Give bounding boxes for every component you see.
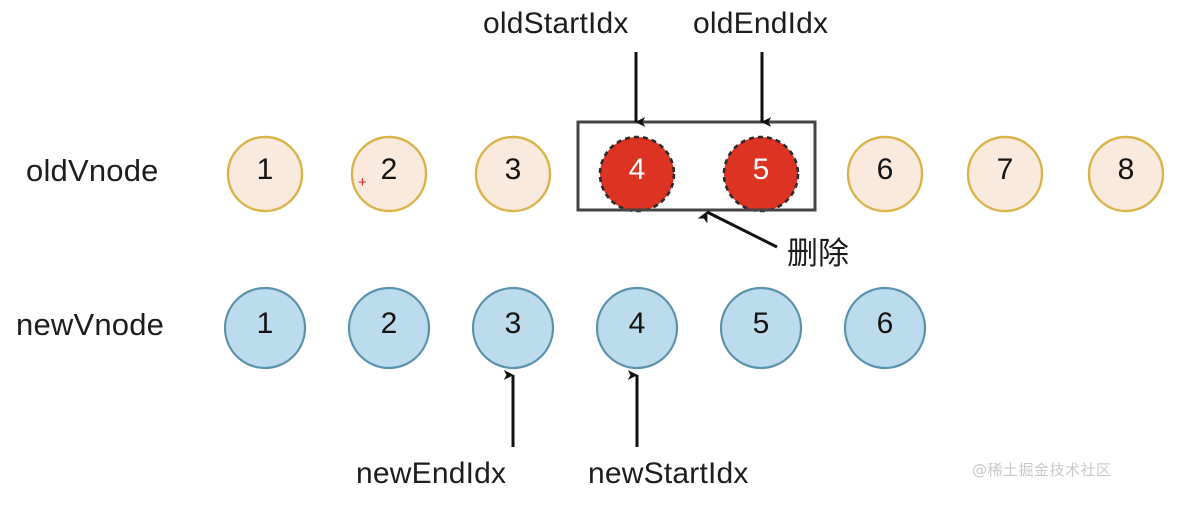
pointer-label-oldEndIdx: oldEndIdx bbox=[693, 7, 829, 40]
node-circle-oldVnode-3[interactable] bbox=[474, 135, 552, 213]
node-value-newVnode-1: 1 bbox=[256, 307, 274, 340]
node-value-oldVnode-7: 7 bbox=[996, 153, 1014, 186]
node-value-oldVnode-5: 5 bbox=[752, 153, 770, 186]
node-circle-newVnode-6[interactable] bbox=[843, 286, 927, 370]
node-circle-oldVnode-7[interactable] bbox=[966, 135, 1044, 213]
node-value-oldVnode-8: 8 bbox=[1117, 153, 1135, 186]
node-value-oldVnode-1: 1 bbox=[256, 153, 274, 186]
row-label-oldVnode: oldVnode bbox=[26, 153, 159, 188]
node-circle-newVnode-1[interactable] bbox=[223, 286, 307, 370]
annotation-label-delete: 删除 bbox=[787, 236, 849, 272]
node-circle-oldVnode-6[interactable] bbox=[846, 135, 924, 213]
node-circle-newVnode-5[interactable] bbox=[719, 286, 803, 370]
node-value-newVnode-6: 6 bbox=[876, 307, 894, 340]
node-circle-newVnode-4[interactable] bbox=[595, 286, 679, 370]
node-value-newVnode-5: 5 bbox=[752, 307, 770, 340]
node-value-oldVnode-3: 3 bbox=[504, 153, 522, 186]
pointer-label-newStartIdx: newStartIdx bbox=[588, 457, 749, 490]
pointer-label-newEndIdx: newEndIdx bbox=[356, 457, 507, 490]
site-watermark: @稀土掘金技术社区 bbox=[972, 461, 1112, 479]
node-value-newVnode-2: 2 bbox=[380, 307, 398, 340]
pointer-label-oldStartIdx: oldStartIdx bbox=[483, 7, 629, 40]
node-circle-newVnode-3[interactable] bbox=[471, 286, 555, 370]
node-circle-oldVnode-8[interactable] bbox=[1087, 135, 1165, 213]
deletion-selection-box[interactable] bbox=[576, 120, 817, 212]
node-circle-oldVnode-1[interactable] bbox=[226, 135, 304, 213]
node-circle-oldVnode-2[interactable] bbox=[350, 135, 428, 213]
node-plus-marker-oldVnode-2: + bbox=[358, 174, 367, 191]
node-value-newVnode-4: 4 bbox=[628, 307, 646, 340]
node-circle-newVnode-2[interactable] bbox=[347, 286, 431, 370]
row-label-newVnode: newVnode bbox=[16, 307, 165, 342]
node-value-newVnode-3: 3 bbox=[504, 307, 522, 340]
node-value-oldVnode-4: 4 bbox=[628, 153, 646, 186]
node-value-oldVnode-6: 6 bbox=[876, 153, 894, 186]
node-value-oldVnode-2: 2 bbox=[380, 153, 398, 186]
annotation-arrow-delete bbox=[697, 210, 778, 249]
